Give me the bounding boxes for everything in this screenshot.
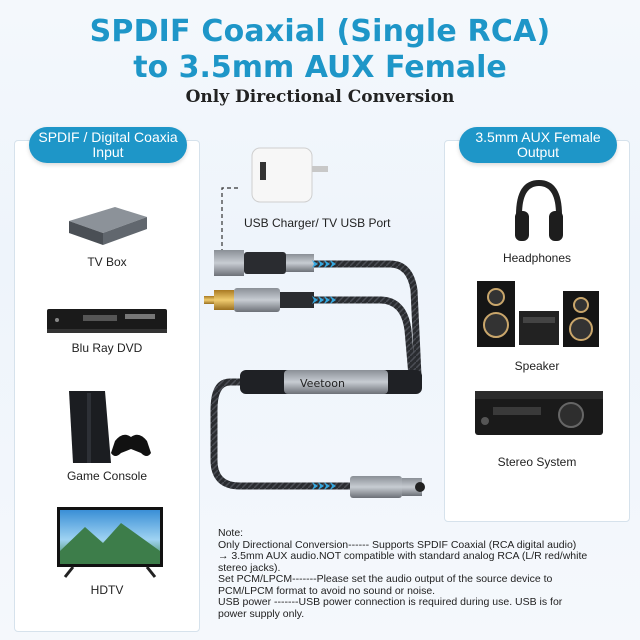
note-line: Set PCM/LPCM-------Please set the audio … [218,573,553,585]
rca-plug [204,288,314,312]
note-line: PCM/LPCM format to avoid no sound or noi… [218,584,436,597]
note-line: Note: [218,527,244,539]
usb-charger-image [251,147,328,203]
title-line-1: SPDIF Coaxial (Single RCA) [89,14,551,49]
note-line: stereo jacks). [218,561,281,574]
aux-female-jack [350,476,425,498]
blu-ray-player-image [47,309,167,333]
adapter-cable-diagram: Veetoon [204,147,425,498]
device-label-headphones: Headphones [502,251,572,265]
brand-logo: Veetoon [300,377,345,390]
input-panel: SPDIF / Digital Coaxia Input TV Box Blu … [14,127,200,632]
device-label-stereo-system: Stereo System [497,455,577,469]
notes-block: Note: Only Directional Conversion------ … [218,527,626,620]
device-label-hdtv: HDTV [90,583,124,597]
device-label-tv-box: TV Box [87,255,127,269]
device-label-game-console: Game Console [66,469,148,483]
title-line-2: to 3.5mm AUX Female [133,50,507,85]
output-panel-header: 3.5mm AUX Female Output [459,127,617,163]
game-console-image [69,391,151,463]
direction-arrows [312,260,336,490]
subtitle: Only Directional Conversion [185,87,455,107]
note-line: power supply only. [218,607,305,620]
dashed-connector [221,187,238,250]
note-line: Only Directional Conversion------ Suppor… [218,538,577,551]
device-label-speaker: Speaker [514,359,560,373]
note-line: → 3.5mm AUX audio.NOT compatible with st… [218,550,588,562]
input-panel-header: SPDIF / Digital Coaxia Input [29,127,187,163]
stereo-system-image [475,391,603,435]
hdtv-image [57,507,163,578]
headphones-image [515,179,563,241]
device-label-blu-ray: Blu Ray DVD [71,341,143,355]
speaker-image [477,281,599,347]
usb-plug [214,250,314,276]
output-panel: 3.5mm AUX Female Output Headphones Speak… [444,127,630,522]
note-line: USB power -------USB power connection is… [218,596,563,608]
tv-box-image [69,207,147,245]
usb-label: USB Charger/ TV USB Port [244,216,391,230]
